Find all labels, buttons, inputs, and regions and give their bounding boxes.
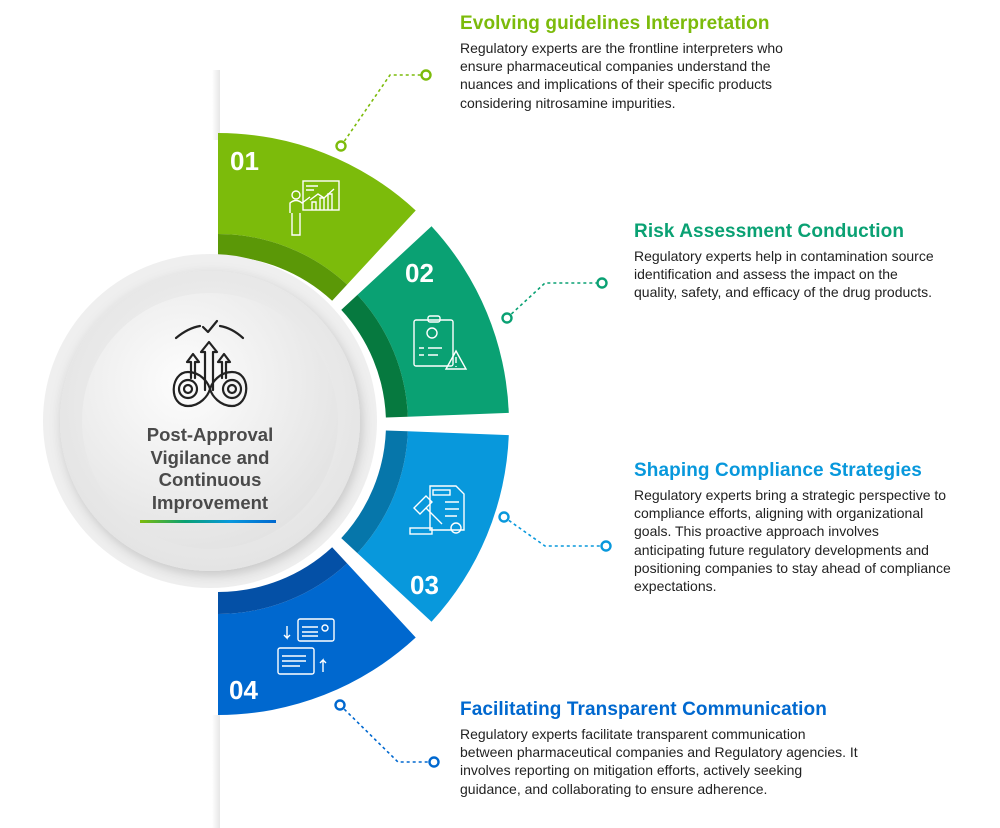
segment-inner-band-03 <box>341 430 408 554</box>
segment-03 <box>357 431 509 622</box>
step-number-01: 01 <box>230 146 259 176</box>
connector-line-01 <box>340 74 426 147</box>
step-01-title: Evolving guidelines Interpretation <box>460 13 770 34</box>
segment-inner-band-01 <box>218 234 348 301</box>
connector-dot-04-start <box>334 699 346 711</box>
improvement-gears-icon <box>172 319 248 408</box>
segment-inner-band-04 <box>218 547 348 614</box>
center-title: Post-Approval Vigilance and Continuous I… <box>146 424 274 513</box>
segment-inner-band-02 <box>341 294 408 418</box>
presentation-chart-icon <box>289 180 340 236</box>
connector-line-03 <box>503 516 606 547</box>
connector-line-04 <box>339 704 434 763</box>
step-number-04: 04 <box>229 675 258 705</box>
step-02-body: Regulatory experts help in contamination… <box>634 248 934 301</box>
connector-dot-03-end <box>600 540 612 552</box>
step-04-title: Facilitating Transparent Communication <box>460 699 827 720</box>
step-number-03: 03 <box>410 570 439 600</box>
connector-dot-03-start <box>498 511 510 523</box>
step-01-body: Regulatory experts are the frontline int… <box>460 40 783 111</box>
connector-dot-01-end <box>420 69 432 81</box>
step-03-body: Regulatory experts bring a strategic per… <box>634 487 951 595</box>
step-04-body: Regulatory experts facilitate transparen… <box>460 726 858 797</box>
title-underline <box>140 520 276 523</box>
connector-dot-02-end <box>596 277 608 289</box>
step-02-title: Risk Assessment Conduction <box>634 221 905 242</box>
gavel-document-icon <box>409 485 465 535</box>
communication-cards-icon <box>277 618 335 675</box>
step-03-text: Shaping Compliance Strategies Regulatory… <box>634 460 952 595</box>
divider-line-bottom <box>212 715 220 828</box>
connector-dot-02-start <box>501 312 513 324</box>
step-01-text: Evolving guidelines Interpretation Regul… <box>460 13 810 112</box>
connector-dot-04-end <box>428 756 440 768</box>
segment-04 <box>218 563 416 715</box>
center-disc <box>82 293 338 549</box>
segment-01 <box>218 133 416 285</box>
divider-line-top <box>212 70 220 140</box>
clipboard-warning-icon <box>413 315 468 370</box>
step-number-02: 02 <box>405 258 434 288</box>
step-02-text: Risk Assessment Conduction Regulatory ex… <box>634 221 934 302</box>
connector-line-02 <box>506 282 602 319</box>
step-03-title: Shaping Compliance Strategies <box>634 460 922 481</box>
connector-dot-01-start <box>335 140 347 152</box>
step-04-text: Facilitating Transparent Communication R… <box>460 699 860 798</box>
